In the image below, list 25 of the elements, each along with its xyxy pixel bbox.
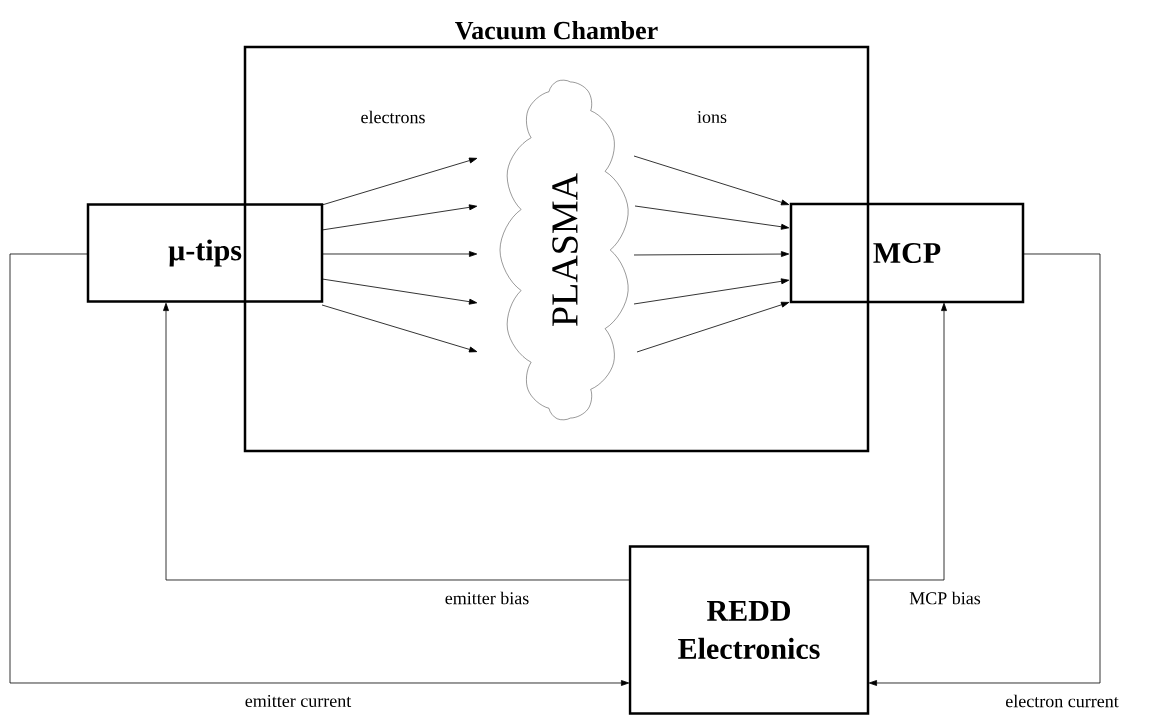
plasma-cloud: PLASMA (499, 79, 629, 421)
node-label: Vacuum Chamber (455, 21, 658, 40)
arrow (633, 278, 790, 305)
arrow (321, 157, 478, 206)
flow-label: ions (697, 110, 727, 124)
edge-label: MCP bias (908, 590, 982, 606)
arrow (321, 204, 478, 231)
arrow (321, 251, 478, 257)
arrow (634, 205, 790, 230)
arrow (321, 304, 478, 353)
edge-label: electron current (1004, 693, 1120, 709)
arrow (163, 302, 631, 581)
arrow (867, 302, 947, 581)
arrow (633, 155, 790, 206)
flow-label: electrons (361, 110, 425, 124)
arrow (868, 253, 1101, 686)
block-box: MCP (789, 202, 1025, 304)
edge-label: emitter current (243, 693, 353, 709)
arrow (636, 301, 790, 353)
block-box: REDD Electronics (628, 545, 870, 715)
arrow (9, 253, 630, 686)
edge-label: emitter bias (443, 590, 531, 606)
arrow (633, 251, 790, 257)
arrow (321, 278, 478, 305)
block-box: µ-tips (86, 203, 324, 303)
